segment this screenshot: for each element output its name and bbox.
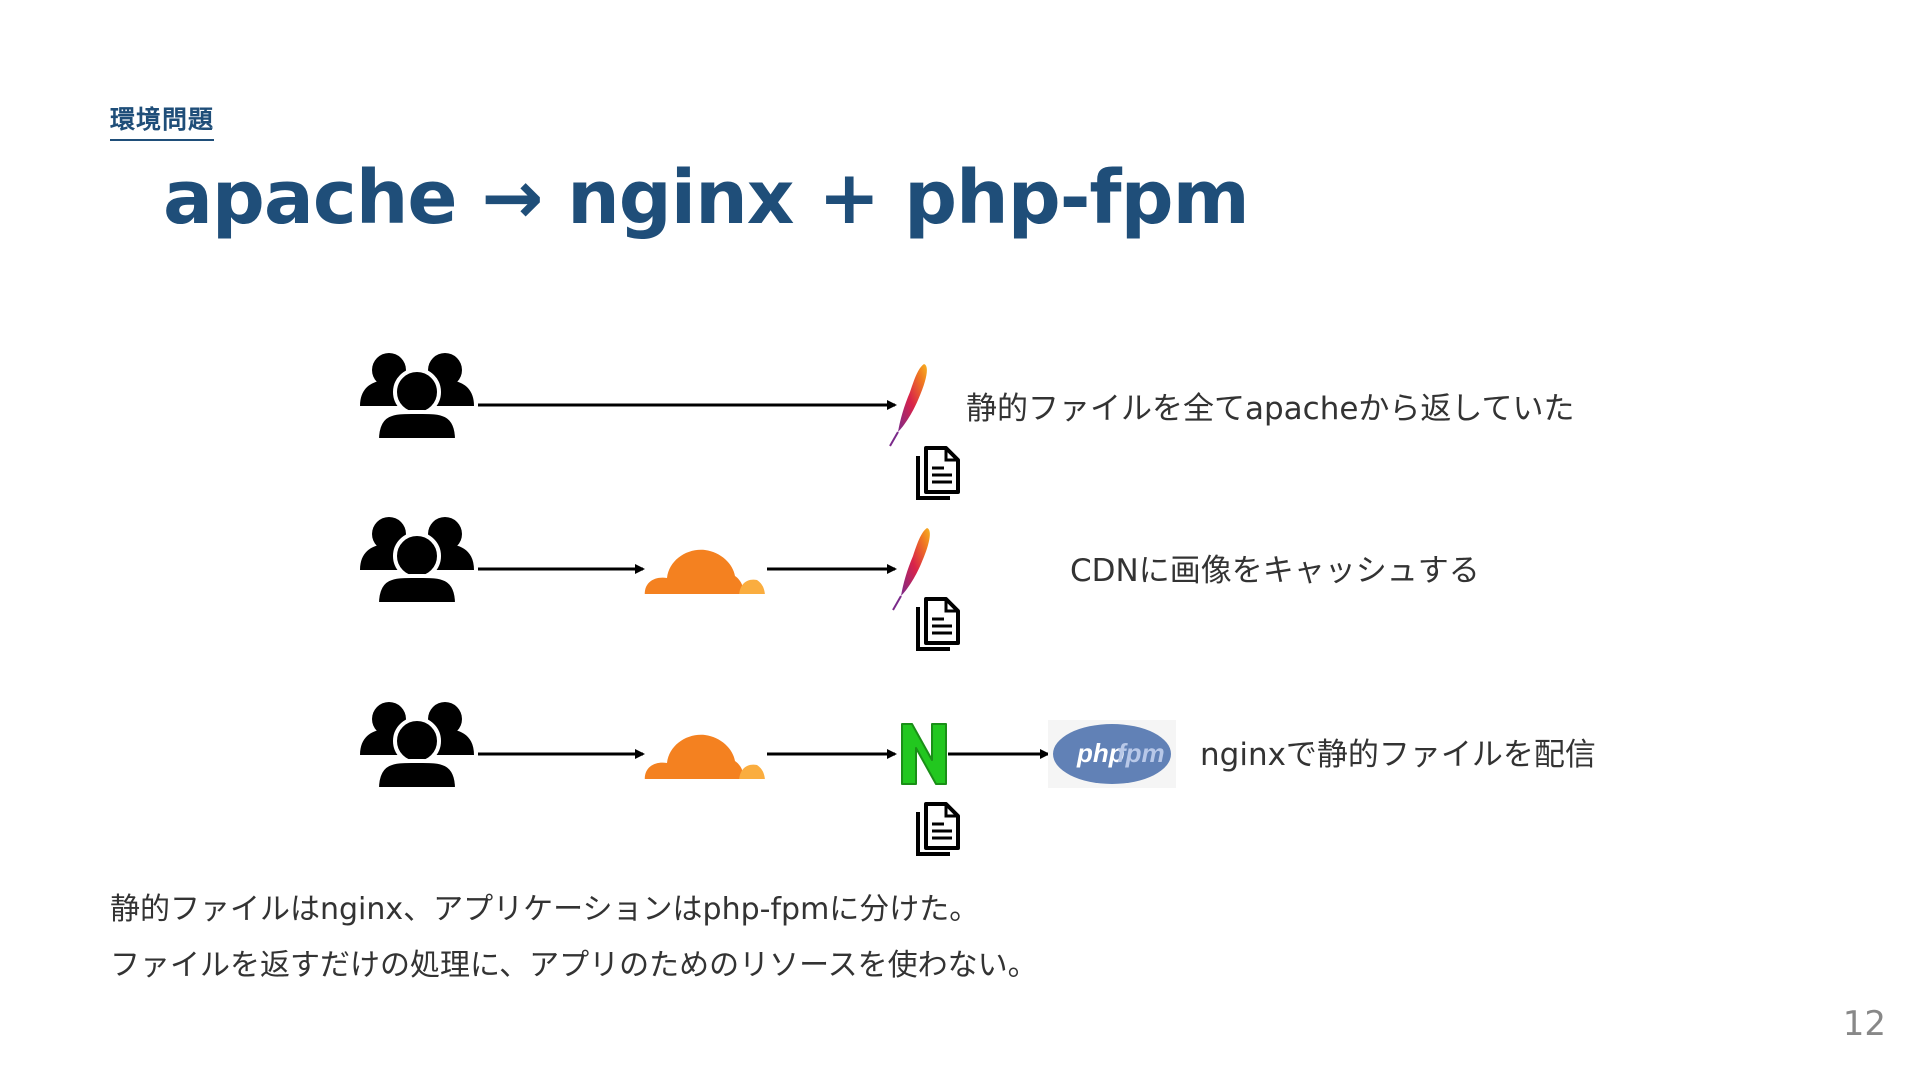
- php-text: php: [1076, 738, 1125, 768]
- section-label: 環境問題: [110, 100, 215, 141]
- summary-line-2: ファイルを返すだけの処理に、アプリのためのリソースを使わない。: [110, 948, 1038, 983]
- apache-feather-icon: [892, 527, 931, 611]
- users-icon: [358, 351, 476, 442]
- slide-title: apache → nginx + php-fpm: [163, 155, 1250, 241]
- document-icon: [916, 597, 960, 651]
- summary-text: 静的ファイルはnginx、アプリケーションはphp-fpmに分けた。 ファイルを…: [110, 882, 1038, 994]
- fpm-text: fpm: [1117, 738, 1165, 768]
- nginx-logo-icon: [901, 723, 947, 785]
- row-3-description: nginxで静的ファイルを配信: [1200, 737, 1596, 773]
- document-icon: [916, 446, 960, 500]
- page-number: 12: [1842, 1004, 1886, 1044]
- row-1-description: 静的ファイルを全てapacheから返していた: [966, 391, 1575, 427]
- cloudflare-cloud-icon: [643, 549, 767, 598]
- apache-feather-icon: [889, 363, 928, 447]
- summary-line-1: 静的ファイルはnginx、アプリケーションはphp-fpmに分けた。: [110, 892, 980, 927]
- cloudflare-cloud-icon: [643, 734, 767, 783]
- users-icon: [358, 515, 476, 606]
- users-icon: [358, 700, 476, 791]
- row-2-description: CDNに画像をキャッシュする: [1070, 553, 1480, 589]
- php-fpm-logo: php fpm: [1048, 720, 1176, 788]
- document-icon: [916, 802, 960, 856]
